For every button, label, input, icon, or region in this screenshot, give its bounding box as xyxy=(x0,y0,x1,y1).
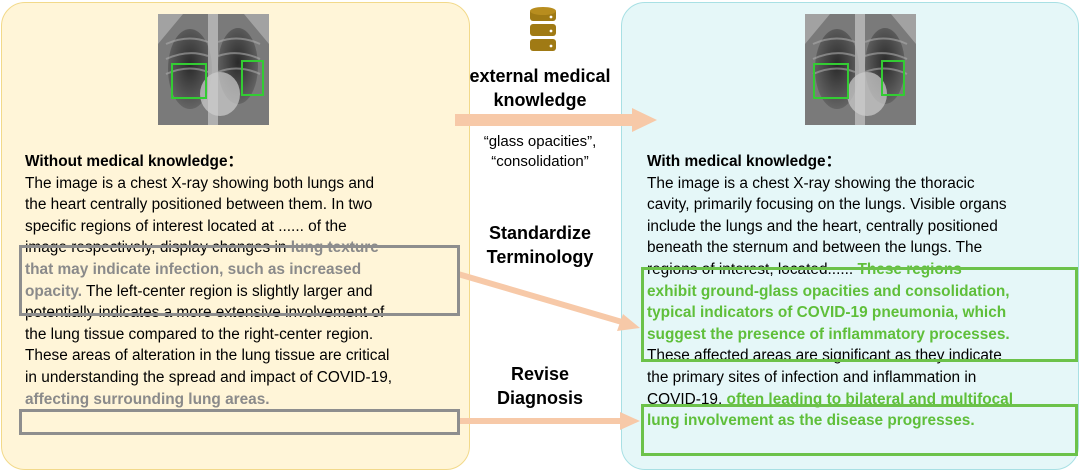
left-line-9: These areas of alteration in the lung ti… xyxy=(25,347,390,365)
roi-box-right xyxy=(881,60,905,96)
right-line-4: beneath the sternum and between the lung… xyxy=(647,239,983,257)
knowledge-label-line1: external medical xyxy=(469,66,611,86)
chest-xray-image-right xyxy=(805,14,916,125)
right-line-7: typical indicators of COVID-19 pneumonia… xyxy=(647,304,1007,322)
left-line-10: in understanding the spread and impact o… xyxy=(25,368,393,386)
left-line-7: potentially indicates a more extensive i… xyxy=(25,304,385,322)
roi-box-right xyxy=(241,60,264,96)
right-line-11-text: COVID-19, xyxy=(647,390,727,408)
knowledge-terms: “glass opacities”, “consolidation” xyxy=(460,132,620,172)
right-highlight-box-2 xyxy=(641,404,1078,456)
left-heading: Without medical knowledge： xyxy=(25,153,243,170)
left-line-5: that may indicate infection, such as inc… xyxy=(25,260,362,278)
left-line-1: The image is a chest X-ray showing both … xyxy=(25,174,375,192)
left-line-3: specific regions of interest located at … xyxy=(25,217,347,235)
standardize-arrow-shaft xyxy=(457,271,623,325)
left-highlight-box-2 xyxy=(19,409,460,435)
right-line-3: include the lungs and the heart, central… xyxy=(647,217,998,235)
database-icon xyxy=(530,7,556,51)
knowledge-label-line2: knowledge xyxy=(493,90,587,110)
left-line-2: the heart centrally positioned between t… xyxy=(25,196,373,214)
roi-box-left xyxy=(171,63,207,99)
knowledge-arrow xyxy=(455,108,657,132)
roi-box-left xyxy=(813,63,849,99)
standardize-line2: Terminology xyxy=(486,247,594,267)
right-line-8: suggest the presence of inflammatory pro… xyxy=(647,325,1010,343)
standardize-line1: Standardize xyxy=(488,223,592,243)
revise-arrow-head xyxy=(620,412,640,430)
left-line-6-highlight: opacity. xyxy=(25,282,83,300)
right-heading: With medical knowledge： xyxy=(647,153,841,170)
right-line-10: the primary sites of infection and infla… xyxy=(647,368,977,386)
revise-diagnosis-label: Revise Diagnosis xyxy=(470,362,610,410)
external-knowledge-label: external medical knowledge xyxy=(455,64,625,112)
right-line-12: lung involvement as the disease progress… xyxy=(647,412,975,430)
left-line-8: the lung tissue compared to the right-ce… xyxy=(25,325,374,343)
knowledge-term-1: “glass opacities”, xyxy=(483,133,597,150)
revise-line1: Revise xyxy=(510,364,570,384)
revise-line2: Diagnosis xyxy=(496,388,584,408)
right-highlight-box-1 xyxy=(641,267,1078,362)
knowledge-term-2: “consolidation” xyxy=(491,153,589,170)
standardize-terminology-label: Standardize Terminology xyxy=(470,221,610,269)
standardize-arrow-head xyxy=(617,314,640,331)
right-line-6: exhibit ground-glass opacities and conso… xyxy=(647,282,1010,300)
chest-xray-image-left xyxy=(158,14,269,125)
right-line-11-highlight: often leading to bilateral and multifoca… xyxy=(726,390,1014,408)
right-line-2: cavity, primarily focusing on the lungs.… xyxy=(647,196,1007,214)
left-highlight-box-1 xyxy=(19,245,460,316)
left-line-6: opacity. The left-center region is sligh… xyxy=(25,281,392,303)
right-line-1: The image is a chest X-ray showing the t… xyxy=(647,174,975,192)
right-line-11: COVID-19, often leading to bilateral and… xyxy=(647,389,1013,411)
left-line-6-text: The left-center region is slightly large… xyxy=(82,282,373,300)
left-line-11: affecting surrounding lung areas. xyxy=(25,390,270,408)
